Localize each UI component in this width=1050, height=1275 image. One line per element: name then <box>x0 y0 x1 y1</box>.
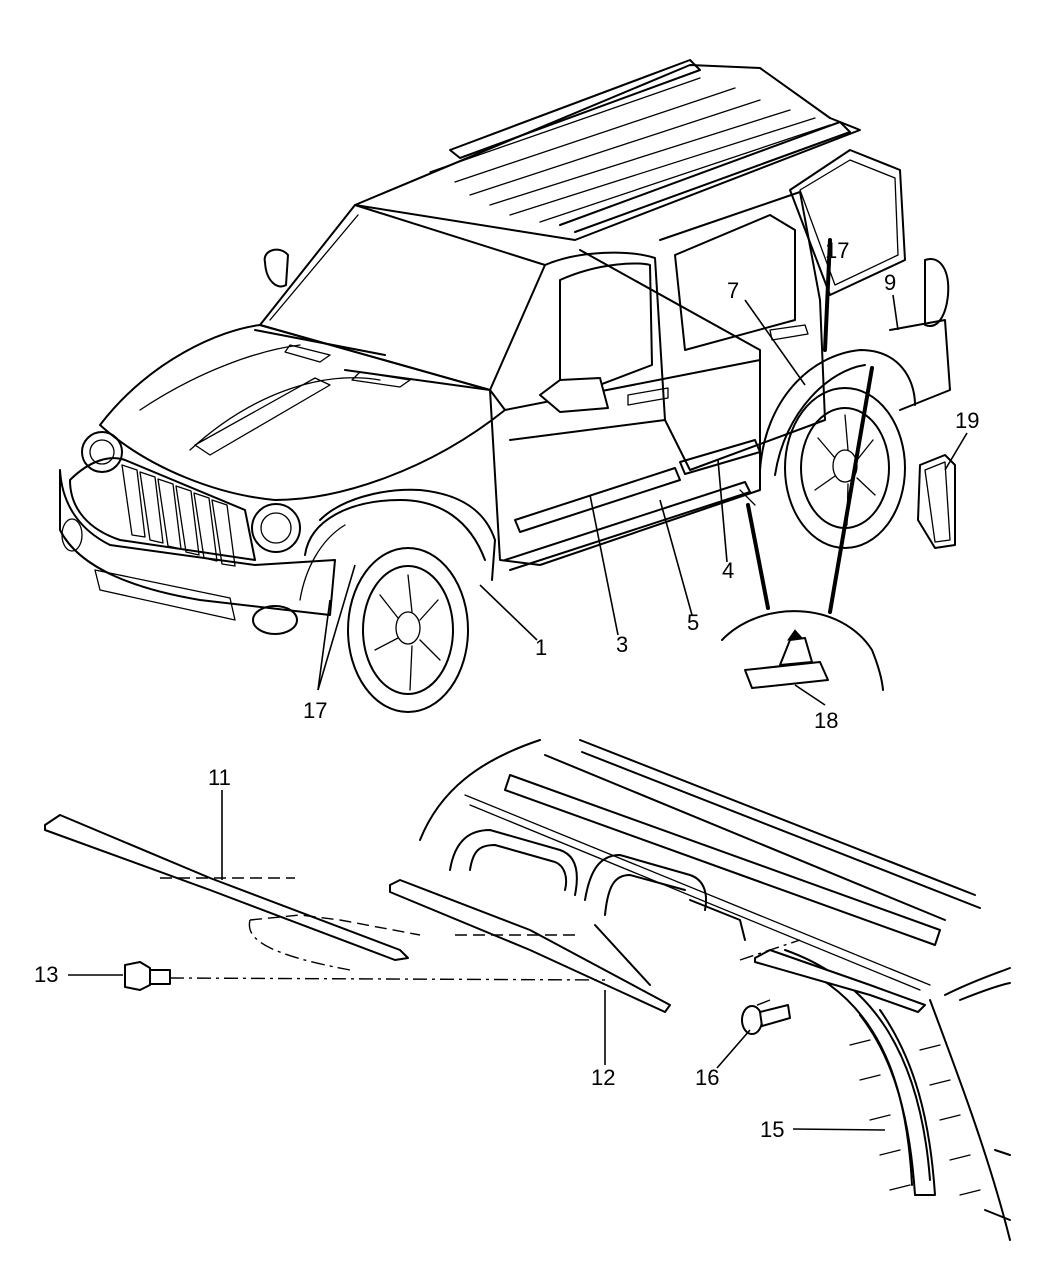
callout-4: 4 <box>722 558 734 583</box>
callout-13: 13 <box>34 962 58 987</box>
clip-inset <box>721 610 884 691</box>
callout-12: 12 <box>591 1065 615 1090</box>
callout-19: 19 <box>955 408 979 433</box>
callout-3: 3 <box>616 632 628 657</box>
callout-9: 9 <box>884 270 896 295</box>
roof-rail-illustration <box>44 739 1011 1241</box>
leader-lines <box>68 294 968 1131</box>
vehicle-illustration <box>59 59 951 713</box>
callout-15: 15 <box>760 1117 784 1142</box>
callout-11: 11 <box>208 765 231 790</box>
callout-7: 7 <box>727 278 739 303</box>
callout-17-front: 17 <box>303 698 327 723</box>
callout-18: 18 <box>814 708 838 733</box>
mud-flap <box>917 454 956 549</box>
callout-5: 5 <box>687 610 699 635</box>
callouts: 1 3 4 5 7 9 17 17 19 18 11 12 13 16 15 <box>34 238 979 1142</box>
screw-16 <box>741 1004 791 1035</box>
grille <box>121 464 236 567</box>
callout-16: 16 <box>695 1065 719 1090</box>
bolt-13 <box>124 961 171 991</box>
callout-17-rear: 17 <box>825 238 849 263</box>
callout-1: 1 <box>535 635 547 660</box>
